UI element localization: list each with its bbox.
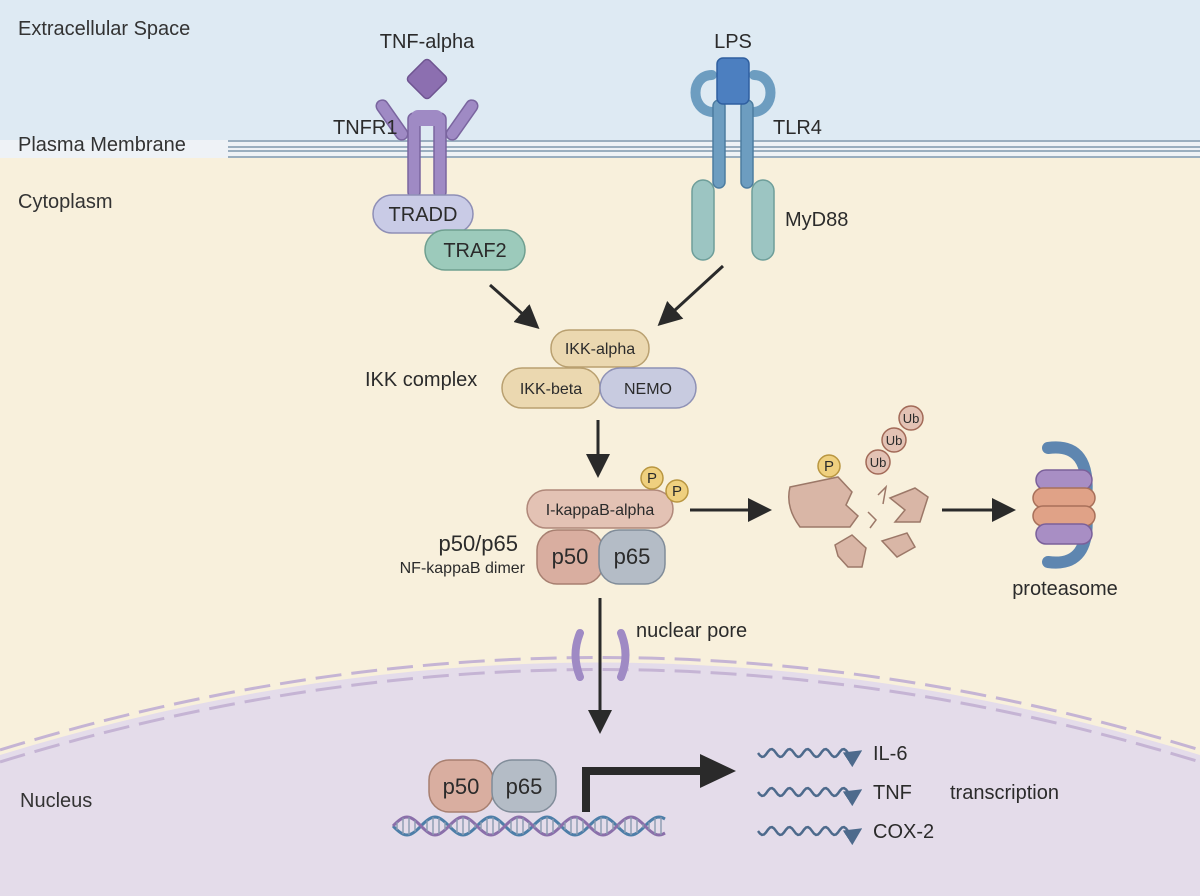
ub-3: Ub xyxy=(903,411,920,426)
traf2-label: TRAF2 xyxy=(443,240,506,262)
phospho-group-1: P xyxy=(640,466,664,490)
traf2-box: TRAF2 xyxy=(424,229,526,271)
tradd-label: TRADD xyxy=(389,204,458,226)
nemo-label: NEMO xyxy=(624,381,672,398)
gene-cox2-label: COX-2 xyxy=(873,821,934,843)
ikba-box: I-kappaB-alpha xyxy=(526,489,674,529)
svg-text:p65: p65 xyxy=(614,544,651,569)
mrna-arrow-3 xyxy=(757,825,863,846)
mrna-arrow-2 xyxy=(757,786,863,807)
svg-text:P: P xyxy=(647,470,657,487)
ikk-beta-label: IKK-beta xyxy=(520,381,582,398)
svg-text:p50: p50 xyxy=(443,774,480,799)
lps-ligand xyxy=(716,57,750,105)
proteasome xyxy=(1032,441,1096,569)
nemo-box: NEMO xyxy=(599,367,697,409)
gene-tnf-label: TNF xyxy=(873,782,912,804)
nuclear-pore xyxy=(571,629,630,681)
svg-text:p50: p50 xyxy=(552,544,589,569)
tradd-box: TRADD xyxy=(372,194,474,234)
transcription-arrowhead xyxy=(700,754,736,788)
lps-label: LPS xyxy=(714,31,752,53)
ikk-complex-label: IKK complex xyxy=(365,369,477,391)
p65-subunit: p65 xyxy=(598,529,666,585)
degraded-ikba-fragments xyxy=(788,476,929,568)
extracellular-region xyxy=(0,0,1200,150)
ikk-alpha-label: IKK-alpha xyxy=(565,341,635,358)
ubiquitin-chain: Ub Ub Ub xyxy=(865,405,924,475)
transcription-start-arrow xyxy=(582,767,702,812)
myd88-adapter xyxy=(691,179,775,261)
dimer-sublabel: NF-kappaB dimer xyxy=(400,560,526,577)
ikba-label: I-kappaB-alpha xyxy=(546,502,655,519)
phospho-group-2: P xyxy=(665,479,689,503)
nuclear-pore-label: nuclear pore xyxy=(636,620,747,642)
label-cytoplasm: Cytoplasm xyxy=(18,191,112,213)
svg-text:P: P xyxy=(672,483,682,500)
ikk-beta-box: IKK-beta xyxy=(501,367,601,409)
nuclear-p65-subunit: p65 xyxy=(491,759,557,813)
dna-helix xyxy=(391,815,666,837)
arrow-traf2-to-ikk xyxy=(489,283,540,329)
mrna-arrow-1 xyxy=(757,747,863,768)
tlr4-label: TLR4 xyxy=(773,117,822,139)
tnfr1-label: TNFR1 xyxy=(333,117,397,139)
label-plasma-membrane: Plasma Membrane xyxy=(18,134,186,156)
mrna-outputs xyxy=(757,747,863,846)
tnf-alpha-ligand xyxy=(406,58,448,100)
ikk-alpha-box: IKK-alpha xyxy=(550,329,650,368)
gene-il6-label: IL-6 xyxy=(873,743,907,765)
proteasome-label: proteasome xyxy=(1012,578,1118,600)
p50-subunit: p50 xyxy=(536,529,604,585)
label-extracellular-space: Extracellular Space xyxy=(18,18,190,40)
svg-text:P: P xyxy=(824,458,834,475)
ub-1: Ub xyxy=(870,455,887,470)
transcription-label: transcription xyxy=(950,782,1059,804)
nucleus xyxy=(0,656,1200,896)
tnf-alpha-label: TNF-alpha xyxy=(380,31,475,53)
dimer-label: p50/p65 xyxy=(438,531,518,556)
ub-2: Ub xyxy=(886,433,903,448)
nuclear-p50-subunit: p50 xyxy=(428,759,494,813)
tlr4-receptor xyxy=(690,70,776,189)
label-nucleus: Nucleus xyxy=(20,790,92,812)
myd88-label: MyD88 xyxy=(785,209,848,231)
svg-text:p65: p65 xyxy=(506,774,543,799)
phospho-group-3: P xyxy=(817,454,841,478)
arrow-myd88-to-ikk xyxy=(657,264,725,327)
